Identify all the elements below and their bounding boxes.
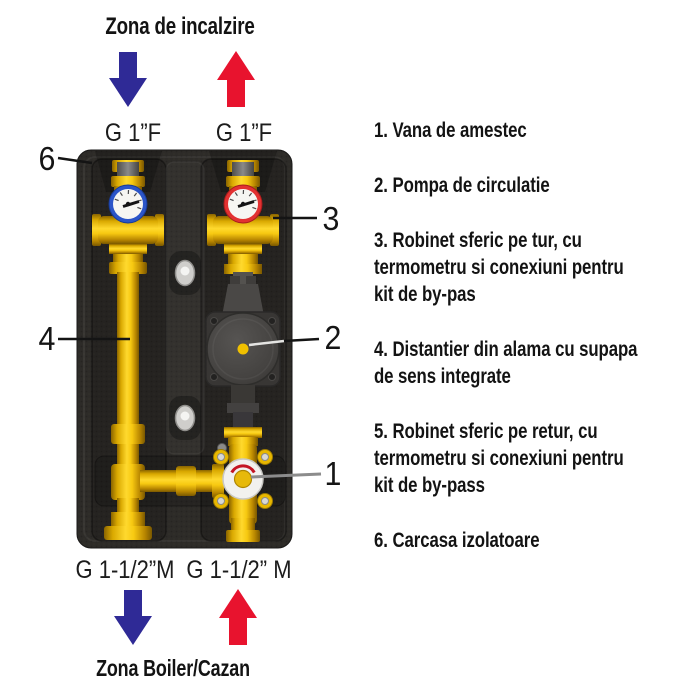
tee-fitting bbox=[111, 464, 145, 500]
circulation-pump bbox=[205, 272, 281, 428]
bottom-zone-title: Zona Boiler/Cazan bbox=[96, 655, 250, 681]
bottom-flow-down-arrow-icon bbox=[114, 590, 152, 645]
spacer-pipe bbox=[117, 272, 139, 426]
legend-item-3: 3. Robinet sferic pe tur, cu termometru … bbox=[374, 229, 624, 306]
callout-4: 4 bbox=[38, 320, 56, 357]
leader-line-2-inner bbox=[248, 339, 285, 347]
pump-vent-plug bbox=[237, 343, 249, 355]
return-line-assembly bbox=[92, 160, 224, 540]
top-zone-title: Zona de incalzire bbox=[105, 13, 255, 40]
top-thread-label-right: G 1”F bbox=[215, 119, 273, 147]
legend: 1. Vana de amestec 2. Pompa de circulati… bbox=[374, 117, 696, 582]
casing-screw-bottom bbox=[174, 404, 196, 432]
legend-item-2: 2. Pompa de circulatie bbox=[374, 174, 550, 197]
mixing-valve bbox=[213, 427, 273, 542]
callout-2: 2 bbox=[324, 319, 342, 356]
leader-line-1 bbox=[250, 472, 322, 479]
legend-item-6: 6. Carcasa izolatoare bbox=[374, 529, 540, 552]
callout-leader-lines bbox=[57, 156, 322, 479]
callout-6: 6 bbox=[38, 140, 56, 177]
bottom-thread-label-right: G 1-1/2” M bbox=[186, 556, 292, 584]
callout-1: 1 bbox=[324, 455, 342, 492]
return-ball-valve-body bbox=[92, 214, 164, 246]
callout-3: 3 bbox=[322, 200, 340, 237]
bottom-thread-label-left: G 1-1/2”M bbox=[75, 556, 175, 584]
top-thread-label-left: G 1”F bbox=[104, 119, 162, 147]
mixing-valve-knob bbox=[233, 469, 253, 489]
bottom-flow-up-arrow-icon bbox=[219, 589, 257, 645]
supply-line-assembly bbox=[205, 160, 281, 542]
leader-line-2 bbox=[283, 337, 320, 343]
top-flow-up-arrow-icon bbox=[217, 51, 255, 107]
legend-item-5: 5. Robinet sferic pe retur, cu termometr… bbox=[374, 420, 624, 497]
top-flow-down-arrow-icon bbox=[109, 52, 147, 107]
casing-screw-top bbox=[174, 259, 196, 287]
legend-item-1: 1. Vana de amestec bbox=[374, 119, 527, 142]
supply-thermometer bbox=[223, 184, 263, 224]
legend-item-4: 4. Distantier din alama cu supapa de sen… bbox=[374, 338, 638, 388]
return-thermometer bbox=[108, 184, 148, 224]
supply-ball-valve-body bbox=[207, 214, 279, 246]
leader-line-6 bbox=[57, 156, 93, 165]
